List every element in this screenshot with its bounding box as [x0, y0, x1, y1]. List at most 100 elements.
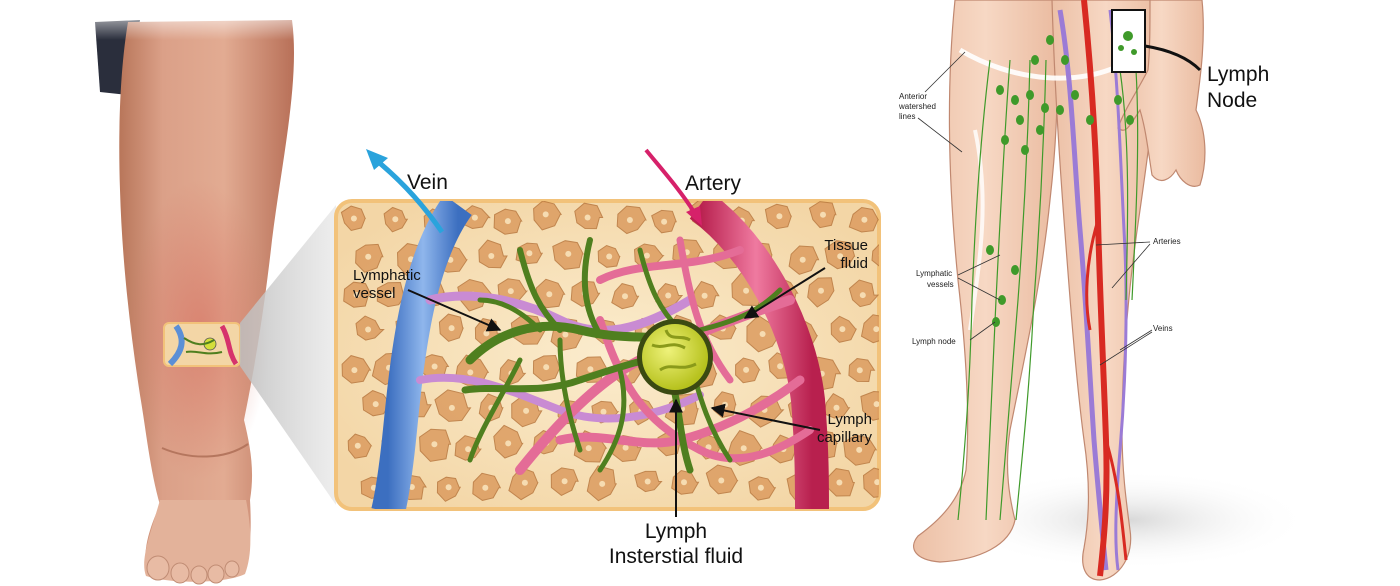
- label-veins: Veins: [1153, 324, 1173, 333]
- lymph-node: [637, 319, 713, 395]
- label-tissue-fluid-1: Tissue: [824, 237, 868, 254]
- cell-nucleus: [643, 252, 650, 259]
- body-lymph-node: [1031, 55, 1039, 65]
- body-lymph-node: [1114, 95, 1122, 105]
- cell-nucleus: [372, 401, 379, 408]
- cell-nucleus: [431, 363, 438, 370]
- cell-nucleus: [622, 444, 629, 451]
- body-arteries: [1081, 0, 1110, 577]
- label-insterstial-fluid: Insterstial fluid: [609, 545, 743, 568]
- label-tissue-fluid-2: fluid: [840, 255, 868, 272]
- label-lymphatic-vessels-2: vessels: [927, 280, 954, 289]
- body-lymph-node: [1046, 35, 1054, 45]
- label-lymph: Lymph: [645, 520, 707, 543]
- cell-nucleus: [836, 479, 843, 486]
- toes: [146, 555, 240, 585]
- body-lymph-node: [1041, 103, 1049, 113]
- cell-nucleus: [445, 484, 452, 491]
- cell-nucleus: [482, 484, 489, 491]
- cell-nucleus: [365, 253, 372, 260]
- cell-nucleus: [600, 408, 607, 415]
- label-lymphatic-vessel-2: vessel: [353, 285, 396, 302]
- cell-nucleus: [471, 214, 478, 221]
- cell-nucleus: [861, 216, 868, 223]
- cell-nucleus: [526, 250, 533, 257]
- body-lymph-node: [1001, 135, 1009, 145]
- cell-nucleus: [776, 213, 783, 220]
- cell-nucleus: [488, 253, 495, 259]
- label-lymph-node-2: Node: [1207, 89, 1257, 112]
- body-lymph-nodes: [986, 35, 1134, 327]
- cell-nucleus: [759, 331, 766, 337]
- cell-nucleus: [448, 325, 455, 332]
- cell-nucleus: [665, 292, 672, 299]
- body-right-leg: [913, 0, 1058, 563]
- swollen-leg-photo: [80, 0, 320, 585]
- cell-nucleus: [626, 217, 633, 223]
- cell-nucleus: [874, 479, 879, 486]
- cell-nucleus: [873, 326, 879, 333]
- body-lymph-node: [996, 85, 1004, 95]
- body-lymph-node: [1086, 115, 1094, 125]
- vein-arrow: [374, 158, 445, 234]
- cell-nucleus: [799, 256, 806, 263]
- body-veins: [1057, 9, 1109, 571]
- cell-nucleus: [777, 363, 784, 370]
- cell-nucleus: [507, 288, 514, 295]
- cell-nucleus: [523, 407, 530, 414]
- body-lymphatics: [957, 59, 1139, 521]
- label-lymph-node-small: Lymph node: [912, 337, 956, 346]
- cell-nucleus: [521, 479, 528, 486]
- body-lymph-node: [1011, 265, 1019, 275]
- body-lymph-node: [986, 245, 994, 255]
- body-lymph-node: [992, 317, 1000, 327]
- artery-vessel: [689, 201, 829, 509]
- cell-nucleus: [546, 291, 553, 298]
- tissue-cell: [871, 243, 879, 267]
- cell-nucleus: [681, 479, 687, 486]
- cell-nucleus: [599, 480, 606, 487]
- cell-nucleus: [818, 287, 824, 294]
- body-lymph-node: [1016, 115, 1024, 125]
- cell-nucleus: [661, 218, 668, 225]
- cell-nucleus: [561, 478, 568, 485]
- cell-nucleus: [856, 367, 863, 374]
- body-lymph-node: [1056, 105, 1064, 115]
- cell-nucleus: [743, 366, 750, 373]
- label-anterior-2: watershed: [898, 102, 936, 111]
- body-lymph-node: [1011, 95, 1019, 105]
- cell-nucleus: [353, 291, 360, 298]
- foot: [144, 500, 251, 582]
- cell-nucleus: [585, 445, 592, 452]
- lymph-node-pointer: [1144, 44, 1202, 72]
- cell-nucleus: [351, 367, 358, 374]
- lymph-node-inset: [1111, 9, 1146, 73]
- tissue-panel: Lymphatic vessel Tissue fluid Lymph capi…: [334, 199, 881, 517]
- body-lymph-node: [1026, 90, 1034, 100]
- body-lymph-node: [1021, 145, 1029, 155]
- cell-nucleus: [465, 446, 472, 453]
- label-lymph-capillary-2: capillary: [817, 429, 873, 446]
- cell-nucleus: [722, 401, 728, 408]
- cell-nucleus: [505, 440, 512, 447]
- body-lymph-node: [1071, 90, 1079, 100]
- cell-nucleus: [504, 218, 511, 225]
- body-lymph-node: [1126, 115, 1134, 125]
- cell-nucleus: [584, 214, 591, 221]
- label-lymphatic-vessel-1: Lymphatic: [353, 267, 421, 284]
- label-lymph-capillary-1: Lymph: [828, 411, 872, 428]
- cell-nucleus: [701, 292, 708, 299]
- callout-lines: [407, 267, 826, 517]
- body-lymph-node: [1036, 125, 1044, 135]
- cell-nucleus: [757, 484, 764, 491]
- artery-arrow: [644, 148, 696, 214]
- zoom-thumbnail: [163, 322, 241, 367]
- cell-nucleus: [743, 287, 750, 294]
- cell-nucleus: [644, 478, 651, 485]
- cell-nucleus: [431, 441, 438, 448]
- cell-nucleus: [859, 292, 866, 299]
- cell-nucleus: [483, 330, 490, 337]
- cell-nucleus: [408, 484, 415, 490]
- cell-nucleus: [354, 442, 361, 449]
